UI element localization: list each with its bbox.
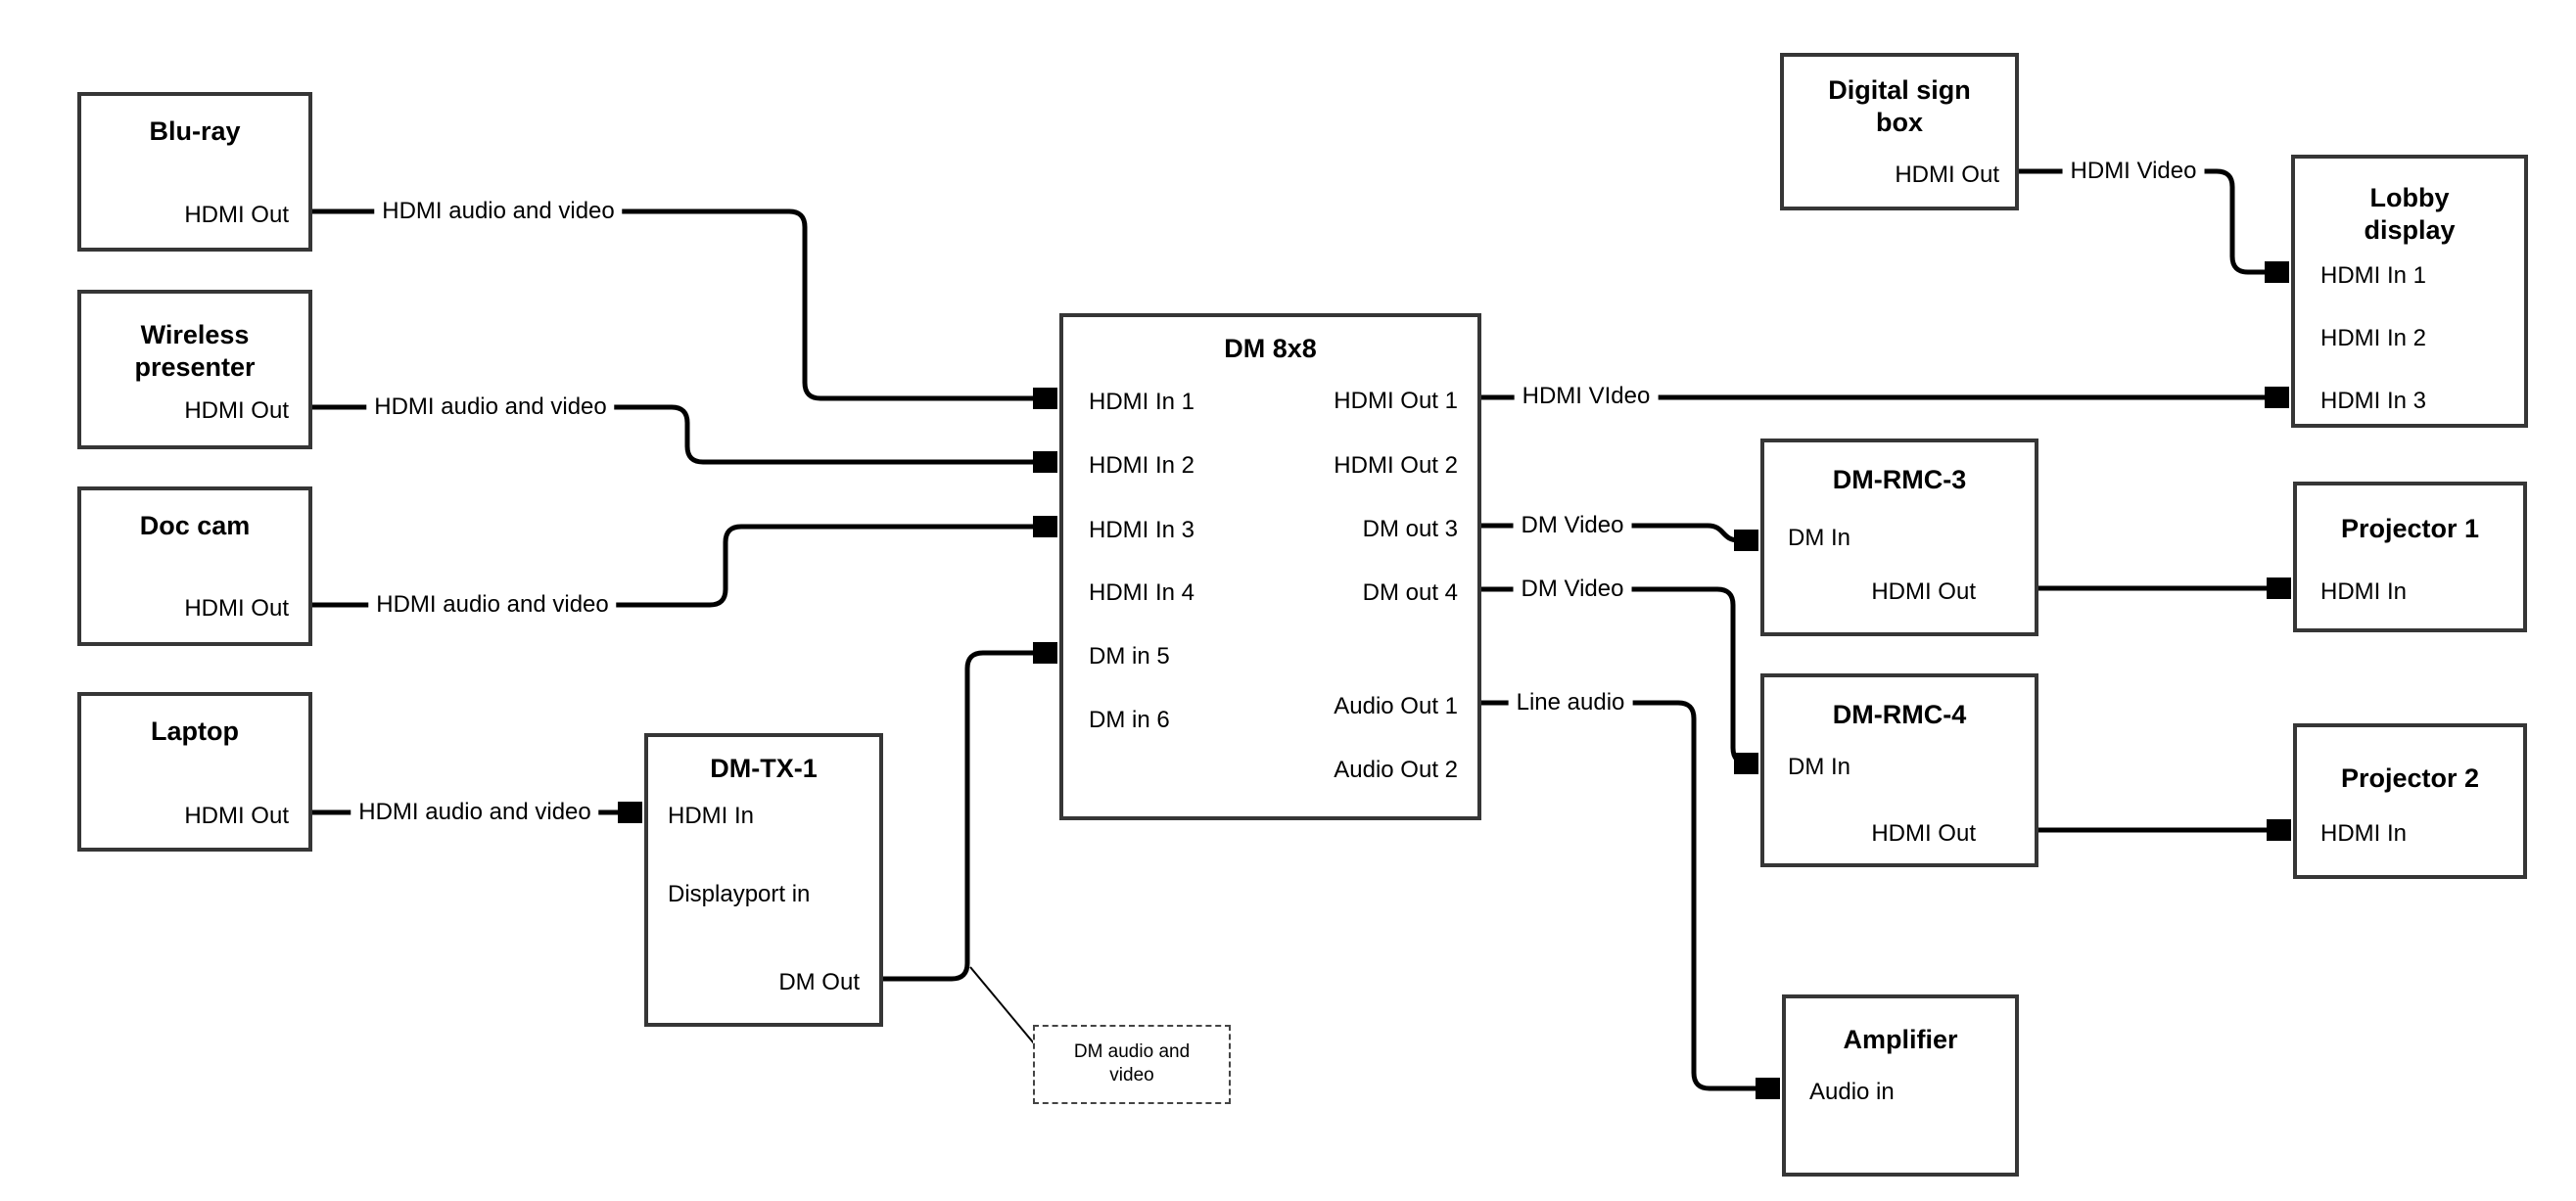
port-dm8x8-dm-out-3: DM out 3 bbox=[1362, 516, 1458, 542]
port-dmrmc4-dm-in: DM In bbox=[1788, 754, 1851, 780]
node-dm-rmc-3: DM-RMC-3 DM In HDMI Out bbox=[1760, 439, 2038, 636]
wire-label-dm-out-3: DM Video bbox=[1513, 511, 1632, 540]
annotation-leader-line bbox=[969, 966, 1035, 1044]
port-dmrmc3-dm-in: DM In bbox=[1788, 525, 1851, 551]
node-bluray: Blu-ray HDMI Out bbox=[77, 92, 312, 252]
port-dm8x8-hdmi-out-1: HDMI Out 1 bbox=[1334, 388, 1458, 414]
wire-label-bluray-hdmi: HDMI audio and video bbox=[374, 197, 623, 226]
wire-label-laptop-hdmi: HDMI audio and video bbox=[351, 798, 599, 827]
port-dm8x8-dm-in-5: DM in 5 bbox=[1089, 643, 1170, 670]
port-lobby-hdmi-in-2: HDMI In 2 bbox=[2320, 325, 2427, 351]
wire-doccam-to-dm8x8-hdmi-in-3 bbox=[312, 527, 1055, 608]
wire-dm8x8-dm-out-4-to-dmrmc4-dm-in bbox=[1481, 586, 1756, 763]
wire-label-hdmi-out-1: HDMI VIdeo bbox=[1514, 382, 1659, 411]
port-dm8x8-hdmi-in-4: HDMI In 4 bbox=[1089, 579, 1195, 606]
port-dm8x8-audio-out-2: Audio Out 2 bbox=[1334, 757, 1458, 783]
node-bluray-title: Blu-ray bbox=[149, 116, 241, 146]
node-dm-tx-1-title: DM-TX-1 bbox=[710, 754, 818, 783]
port-dmrmc3-hdmi-out: HDMI Out bbox=[1871, 578, 1976, 605]
port-dm8x8-dm-out-4: DM out 4 bbox=[1362, 579, 1458, 606]
port-dmtx1-dm-out: DM Out bbox=[778, 969, 860, 995]
node-projector-1: Projector 1 HDMI In bbox=[2293, 482, 2527, 632]
wire-dm8x8-audio-out-1-to-amplifier-audio-in bbox=[1481, 700, 1778, 1088]
node-wireless-presenter-title: Wireless presenter bbox=[134, 320, 256, 382]
annotation-dm-audio-video: DM audio and video bbox=[1033, 1025, 1231, 1104]
wire-label-doccam-hdmi: HDMI audio and video bbox=[368, 590, 617, 620]
port-dm8x8-audio-out-1: Audio Out 1 bbox=[1334, 693, 1458, 719]
port-amplifier-audio-in: Audio in bbox=[1809, 1079, 1895, 1105]
port-laptop-hdmi-out: HDMI Out bbox=[184, 803, 289, 829]
port-dmtx1-hdmi-in: HDMI In bbox=[668, 803, 755, 829]
node-amplifier: Amplifier Audio in bbox=[1782, 994, 2019, 1177]
node-lobby-display: Lobby display HDMI In 1 HDMI In 2 HDMI I… bbox=[2291, 155, 2528, 428]
node-dm-8x8: DM 8x8 HDMI In 1 HDMI In 2 HDMI In 3 HDM… bbox=[1059, 313, 1481, 820]
port-dm8x8-hdmi-in-1: HDMI In 1 bbox=[1089, 389, 1195, 415]
node-wireless-presenter: Wireless presenter HDMI Out bbox=[77, 290, 312, 449]
wire-dm8x8-dm-out-3-to-dmrmc3-dm-in bbox=[1481, 523, 1756, 540]
node-amplifier-title: Amplifier bbox=[1843, 1025, 1958, 1054]
node-laptop: Laptop HDMI Out bbox=[77, 692, 312, 852]
port-projector1-hdmi-in: HDMI In bbox=[2320, 578, 2408, 605]
node-doc-cam: Doc cam HDMI Out bbox=[77, 486, 312, 646]
port-bluray-hdmi-out: HDMI Out bbox=[184, 202, 289, 228]
wire-bluray-to-dm8x8-hdmi-in-1 bbox=[312, 208, 1055, 398]
wire-dmtx1-dm-out-to-dm8x8-dm-in-5 bbox=[883, 653, 1055, 982]
node-dm-tx-1: DM-TX-1 HDMI In Displayport in DM Out bbox=[644, 733, 883, 1027]
node-dm-rmc-3-title: DM-RMC-3 bbox=[1832, 465, 1967, 494]
node-projector-1-title: Projector 1 bbox=[2340, 514, 2480, 543]
node-digital-sign-box: Digital sign box HDMI Out bbox=[1780, 53, 2019, 210]
port-lobby-hdmi-in-3: HDMI In 3 bbox=[2320, 388, 2427, 414]
wire-digital-sign-to-lobby-hdmi-in-1 bbox=[2019, 168, 2287, 272]
port-dm8x8-hdmi-in-3: HDMI In 3 bbox=[1089, 517, 1195, 543]
port-dm8x8-hdmi-out-2: HDMI Out 2 bbox=[1334, 452, 1458, 479]
port-digital-sign-hdmi-out: HDMI Out bbox=[1895, 162, 1999, 188]
node-dm-8x8-title: DM 8x8 bbox=[1224, 334, 1317, 363]
port-dm8x8-hdmi-in-2: HDMI In 2 bbox=[1089, 452, 1195, 479]
wire-label-audio-out-1: Line audio bbox=[1508, 688, 1633, 717]
wire-label-digital-sign: HDMI Video bbox=[2062, 157, 2205, 186]
node-digital-sign-box-title: Digital sign box bbox=[1828, 75, 1971, 137]
port-doccam-hdmi-out: HDMI Out bbox=[184, 595, 289, 622]
node-laptop-title: Laptop bbox=[151, 716, 239, 746]
wire-label-wireless-hdmi: HDMI audio and video bbox=[366, 393, 615, 422]
port-lobby-hdmi-in-1: HDMI In 1 bbox=[2320, 262, 2427, 289]
port-projector2-hdmi-in: HDMI In bbox=[2320, 820, 2408, 847]
port-dm8x8-dm-in-6: DM in 6 bbox=[1089, 707, 1170, 733]
port-wireless-hdmi-out: HDMI Out bbox=[184, 397, 289, 424]
node-dm-rmc-4: DM-RMC-4 DM In HDMI Out bbox=[1760, 673, 2038, 867]
node-projector-2-title: Projector 2 bbox=[2340, 763, 2480, 793]
node-doc-cam-title: Doc cam bbox=[139, 511, 251, 540]
port-dmtx1-displayport-in: Displayport in bbox=[668, 881, 811, 907]
node-dm-rmc-4-title: DM-RMC-4 bbox=[1832, 700, 1967, 729]
wire-label-dm-out-4: DM Video bbox=[1513, 575, 1632, 604]
node-projector-2: Projector 2 HDMI In bbox=[2293, 723, 2527, 879]
node-lobby-display-title: Lobby display bbox=[2364, 183, 2456, 245]
port-dmrmc4-hdmi-out: HDMI Out bbox=[1871, 820, 1976, 847]
wire-wireless-to-dm8x8-hdmi-in-2 bbox=[312, 404, 1055, 462]
